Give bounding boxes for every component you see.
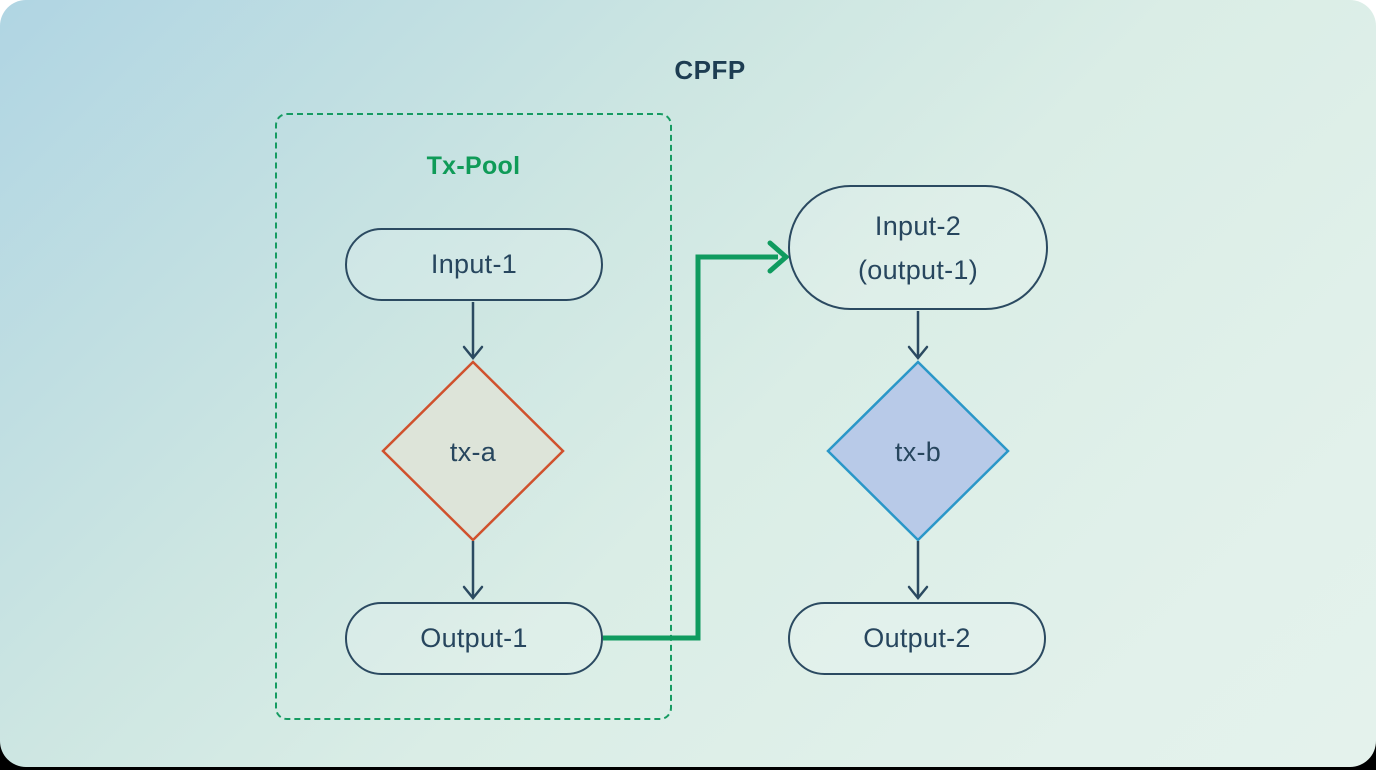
tx-a-diamond-shape — [381, 360, 565, 542]
node-input2-label-line1: Input-2 — [874, 210, 962, 241]
node-input1: Input-1 — [345, 228, 603, 301]
arrowhead-input2-to-txb-icon — [907, 345, 929, 360]
node-output1-label: Output-1 — [420, 623, 528, 653]
node-output1: Output-1 — [345, 602, 603, 675]
green-connector-output1-to-input2 — [603, 254, 778, 641]
node-output2-label: Output-2 — [863, 623, 971, 653]
node-input2: Input-2 (output-1) — [788, 185, 1048, 310]
tx-a-label: tx-a — [449, 437, 497, 467]
diagram-title: CPFP — [674, 55, 746, 85]
node-input2-label-line2: (output-1) — [857, 254, 979, 285]
arrowhead-input1-to-txa-icon — [462, 345, 484, 360]
tx-b-diamond-shape — [826, 360, 1010, 542]
node-output2: Output-2 — [788, 602, 1046, 675]
arrowhead-txa-to-output1-icon — [462, 585, 484, 600]
green-arrowhead-icon — [767, 240, 790, 274]
tx-b-label: tx-b — [894, 437, 942, 467]
tx-pool-container — [275, 113, 672, 720]
tx-pool-label: Tx-Pool — [426, 152, 521, 180]
arrowhead-txb-to-output2-icon — [907, 585, 929, 600]
node-input1-label: Input-1 — [430, 249, 518, 279]
